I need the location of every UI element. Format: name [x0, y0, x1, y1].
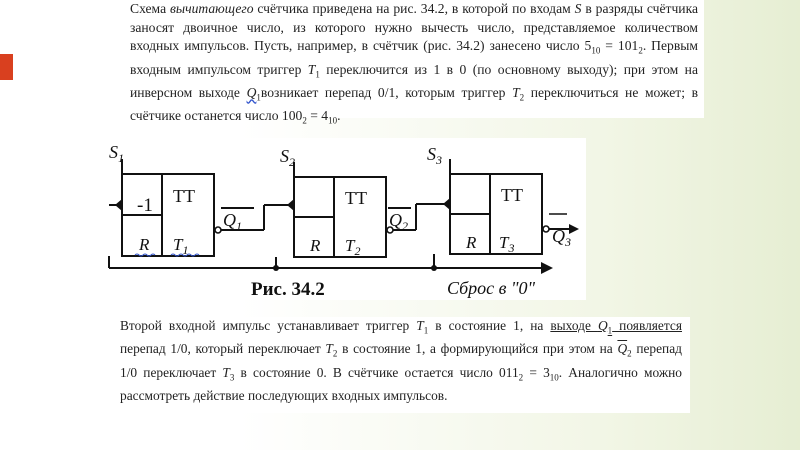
trigger-2-r-label: R: [309, 236, 321, 255]
trigger-3-t-label: T3: [499, 233, 514, 255]
reset-arrow-icon: [541, 262, 553, 274]
output-arrow-icon: [569, 224, 579, 234]
clock-input-2-icon: [287, 199, 294, 211]
input-s2-label: S2: [280, 146, 295, 169]
trigger-3-r-label: R: [465, 233, 477, 252]
circuit-figure: S1 S2 S3 -1 TT TT TT R R R T1 T2 T3 Q1 Q…: [101, 138, 586, 300]
clock-input-1-icon: [115, 199, 122, 211]
clock-input-3-icon: [443, 198, 450, 210]
trigger-3-tt-label: TT: [501, 185, 523, 205]
output-q2-label: Q2: [389, 210, 408, 233]
accent-bullet: [0, 54, 13, 80]
inverse-output-1-icon: [214, 226, 222, 234]
reset-label: Сброс в "0": [447, 278, 536, 298]
bottom-text-block: Второй входной импульс устанавливает три…: [100, 317, 690, 413]
trigger-1-t-label: T1: [173, 235, 188, 257]
top-text-block: Схема вычитающего счётчика приведена на …: [124, 0, 704, 126]
trigger-1-tt-label: TT: [173, 186, 195, 206]
figure-caption: Рис. 34.2: [251, 279, 325, 300]
output-q1-label: Q1: [223, 210, 242, 233]
top-paragraph: Схема вычитающего счётчика приведена на …: [130, 1, 698, 126]
bottom-paragraph: Второй входной импульс устанавливает три…: [120, 318, 682, 403]
inverse-output-2-icon: [386, 226, 394, 234]
trigger-2-t-label: T2: [345, 236, 360, 258]
input-s1-label: S1: [109, 142, 124, 165]
trigger-2-tt-label: TT: [345, 188, 367, 208]
input-s3-label: S3: [427, 144, 442, 167]
minus-one-label: -1: [137, 195, 153, 216]
inverse-output-3-icon: [542, 225, 550, 233]
output-q3-label: Q3: [552, 226, 571, 249]
junction-dot-2: [431, 265, 437, 271]
counter-circuit-diagram: S1 S2 S3 -1 TT TT TT R R R T1 T2 T3 Q1 Q…: [108, 142, 579, 300]
junction-dot-1: [273, 265, 279, 271]
trigger-1-r-label: R: [138, 235, 150, 254]
